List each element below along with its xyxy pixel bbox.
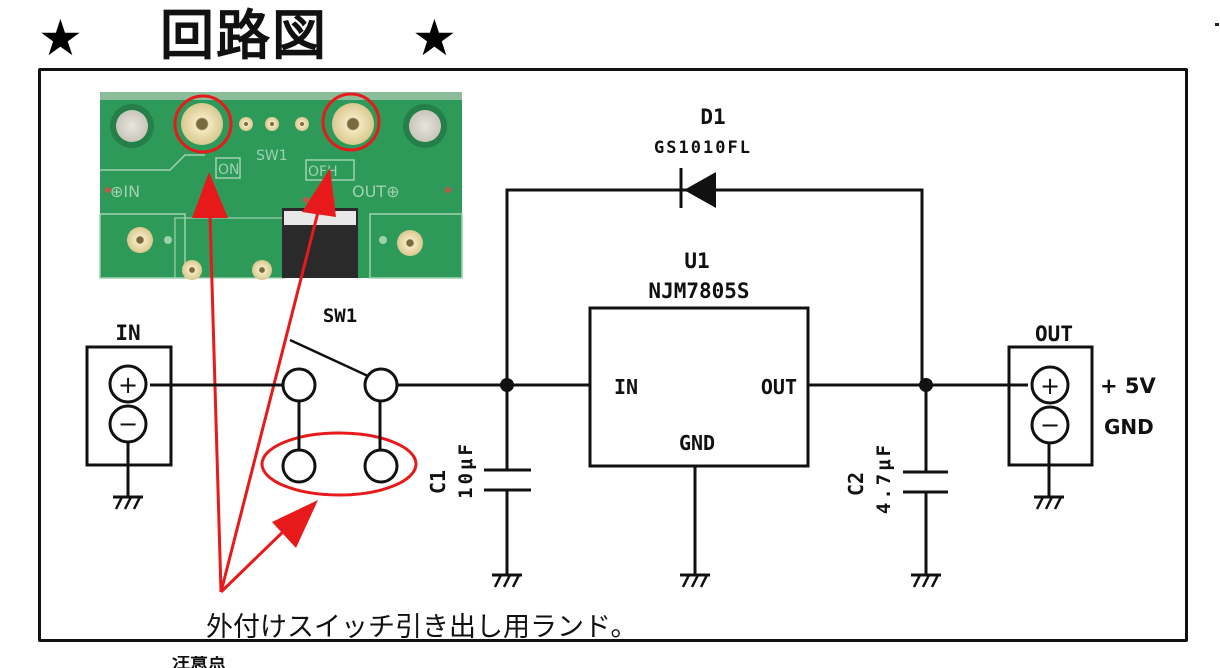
external-switch-land-1 (281, 448, 317, 484)
diode-part-label: GS1010FL (654, 138, 752, 158)
switch-pad-left (181, 103, 223, 145)
arrowhead-left-pad (192, 172, 228, 218)
switch-sw1: SW1 (281, 305, 399, 484)
annotation-text: 外付けスイッチ引き出し用ランド。 (206, 612, 637, 643)
page-title: 回路図 (160, 4, 328, 67)
ground-icon (1034, 495, 1064, 510)
out-connector: OUT + − + 5V GND (1007, 322, 1157, 467)
c2-ref-label: C2 (844, 472, 868, 496)
silk-in-label: ⊕IN (110, 182, 140, 201)
stray-mark (1215, 23, 1219, 26)
highlight-ellipse-lands (260, 431, 418, 497)
next-section-heading-cut: 注意点 (172, 656, 226, 668)
in-minus-terminal (108, 404, 148, 444)
star-icon-right: ★ (412, 9, 457, 67)
regulator-u1: U1 NJM7805S IN OUT GND (588, 249, 810, 468)
pcb-photo: ON SW1 OFH ⊕IN OUT⊕ (99, 92, 463, 280)
silk-on-label: ON (218, 162, 240, 178)
plus-icon: + (1040, 372, 1060, 400)
out-connector-label: OUT (1035, 322, 1073, 346)
switch-pad-right (332, 103, 374, 145)
plus-icon: + (118, 371, 138, 399)
switch-lever (289, 338, 369, 378)
highlight-circle-right (321, 92, 381, 152)
mount-hole-right (409, 110, 441, 142)
ground-icon (113, 495, 143, 510)
arrow-line-lands (219, 523, 292, 594)
pin-gnd-label: GND (679, 431, 715, 455)
diode-d1: D1 GS1010FL (654, 105, 752, 208)
in-terminal-pad (127, 227, 153, 253)
ground-icon (680, 573, 710, 588)
mount-hole-left (116, 110, 148, 142)
minus-icon: − (118, 410, 138, 438)
title-bar: ★ 回路図 ★ (0, 0, 1220, 70)
out-terminal-pad (397, 230, 423, 256)
out-plus-terminal (1030, 365, 1070, 405)
junction-dot-out (919, 378, 933, 392)
arrow-line-left-pad (208, 214, 223, 593)
ground-icon (911, 573, 941, 588)
net-label-5v: + 5V (1100, 374, 1157, 398)
in-connector-label: IN (115, 321, 140, 345)
in-plus-terminal (108, 364, 148, 404)
pin-out-label: OUT (761, 375, 797, 399)
diode-triangle (684, 172, 716, 208)
c1-ref-label: C1 (426, 470, 450, 494)
highlight-circle-left (173, 94, 233, 154)
arrowhead-lands (272, 500, 318, 548)
out-minus-terminal (1030, 405, 1070, 445)
silk-sw1-label: SW1 (256, 148, 288, 164)
switch-terminal-2 (363, 367, 399, 403)
external-switch-land-2 (363, 448, 399, 484)
regulator-tab (284, 211, 356, 225)
star-icon-left: ★ (38, 9, 83, 67)
silk-off-label: OFH (308, 164, 338, 180)
capacitor-c1: C1 10μF (426, 441, 531, 499)
silk-out-label: OUT⊕ (352, 182, 399, 201)
ground-symbols (113, 495, 1064, 588)
switch-ref-label: SW1 (323, 305, 357, 327)
capacitor-c2: C2 4.7μF (844, 442, 948, 514)
annotation-arrows (192, 168, 418, 594)
arrowhead-right-pad (302, 168, 336, 217)
in-connector: IN + − (85, 321, 173, 467)
regulator-ref-label: U1 (684, 249, 709, 273)
net-label-gnd: GND (1104, 415, 1154, 439)
c1-value-label: 10μF (455, 441, 477, 499)
regulator-part-label: NJM7805S (648, 279, 749, 303)
schematic-frame (38, 68, 1188, 642)
pin-in-label: IN (614, 375, 638, 399)
c2-value-label: 4.7μF (873, 442, 895, 514)
switch-terminal-1 (281, 367, 317, 403)
diode-ref-label: D1 (700, 105, 725, 129)
junction-dot-in (500, 378, 514, 392)
arrow-line-right-pad (219, 211, 320, 593)
ground-icon (492, 573, 522, 588)
minus-icon: − (1040, 411, 1060, 439)
